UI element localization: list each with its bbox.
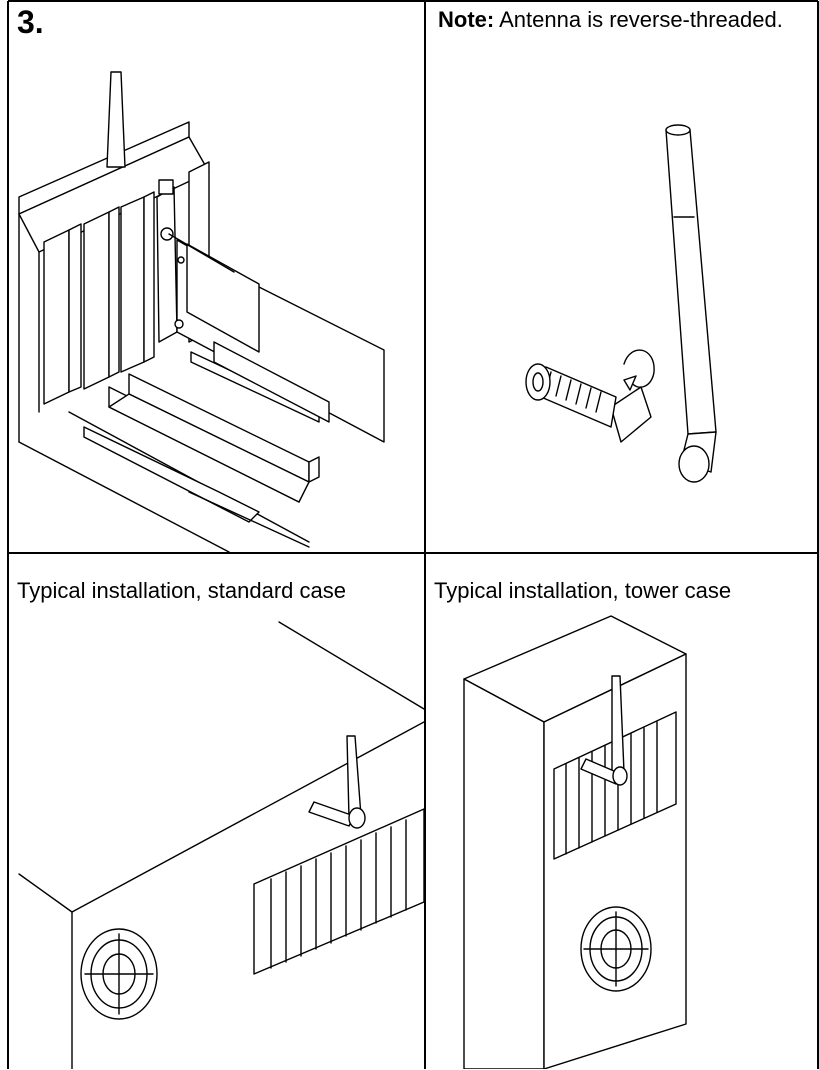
caption-standard-case: Typical installation, standard case: [17, 578, 346, 603]
antenna-note: Note: Antenna is reverse-threaded.: [438, 6, 798, 34]
caption-tower-case: Typical installation, tower case: [434, 578, 732, 603]
standard-case-icon: [18, 621, 424, 1069]
note-label: Note:: [438, 7, 495, 32]
panel-standard-case: Typical installation, standard case: [9, 554, 424, 1069]
pci-card-install-icon: [18, 71, 385, 552]
panel-antenna-note: Note: Antenna is reverse-threaded.: [426, 2, 817, 552]
antenna-thread-icon: [525, 124, 717, 483]
panel-tower-case: Typical installation, tower case: [426, 554, 817, 1069]
tower-case-icon: [463, 615, 687, 1069]
panel-card-install: 3.: [9, 2, 424, 552]
note-text: Antenna is reverse-threaded.: [494, 7, 783, 32]
step-number: 3.: [17, 4, 44, 40]
